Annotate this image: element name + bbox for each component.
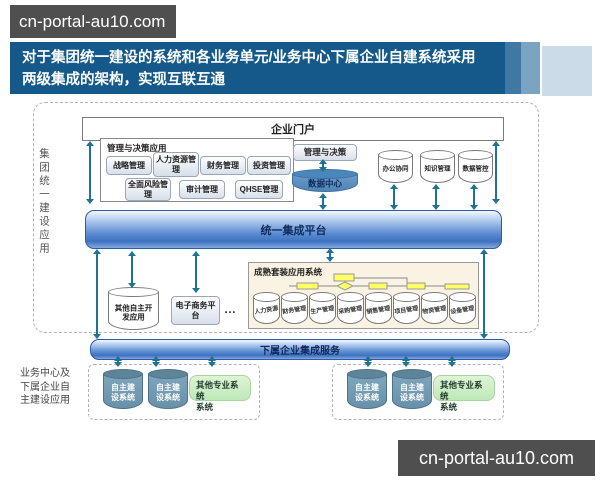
subsidiary-service-pipe: 下属企业集成服务 [90,339,510,360]
double-arrow-sub-left-1 [114,356,122,367]
double-arrow-datacenter-pipe [319,193,327,210]
db-cylinder-data: 数据管控 [458,150,493,183]
subsidiary-group-right: 自主建设系统 自主建设系统 其他专业系统 系统 [332,364,504,420]
app-risk: 全面风险管理 [125,178,171,201]
subsidiary-side-label: 业务中心及 下属企业自 主建设应用 [20,368,70,406]
data-center-cylinder: 数据中心 [292,169,358,192]
self-built-cylinder-3: 自主建设系统 [347,369,387,409]
db-cylinder-knowledge-label: 知识管理 [424,165,451,173]
self-built-cylinder-2: 自主建设系统 [148,369,188,409]
double-arrow-portal-right [492,141,500,204]
workflow-diagram [289,273,470,291]
subsidiary-group-left: 自主建设系统 自主建设系统 其他专业系统 系统 [88,364,260,420]
db-cylinder-office-label: 办公协同 [382,165,409,173]
module-cylinder-procurement: 采购管理 [337,292,364,324]
double-arrow-decision-datacenter [319,159,327,172]
module-cylinder-project: 项目管理 [393,292,420,324]
double-arrow-portal-left [86,141,94,204]
double-arrow-ecommerce [192,251,200,293]
title-banner: 对于集团统一建设的系统和各业务单元/业务中心下属企业自建系统采用 两级集成的架构… [10,42,505,94]
watermark-bottom-text: cn-portal-au10.com [418,447,575,468]
module-cylinder-finance: 财务管理 [281,292,308,324]
banner-segment-3 [542,46,592,96]
double-arrow-sub-right-3 [448,356,456,367]
app-investment: 投资管理 [247,156,291,175]
double-arrow-sub-right-1 [364,356,372,367]
double-arrow-data-pipe [470,184,478,210]
title-line2: 两级集成的架构，实现互联互通 [22,71,225,88]
module-cylinder-production: 生产管理 [309,292,336,324]
app-finance: 财务管理 [200,156,246,175]
module-cylinder-hr: 人力资源 [253,292,280,324]
packaged-apps-box: 成熟套装应用系统 人力资源 财务管理 生产管理 采购管理 销售管理 项目管理 物… [248,262,479,329]
banner-segment-1 [505,42,521,94]
app-strategy: 战略管理 [106,156,152,175]
self-built-cylinder-4: 自主建设系统 [392,369,432,409]
module-cylinder-sales: 销售管理 [365,292,392,324]
db-cylinder-data-label: 数据管控 [462,165,489,173]
app-audit: 审计管理 [179,180,225,199]
double-arrow-sub-left-2 [152,356,160,367]
double-arrow-office-pipe [390,184,398,210]
banner-segment-2 [521,42,540,94]
watermark-bottom: cn-portal-au10.com [398,440,595,476]
module-cylinder-materials: 物资管理 [421,292,448,324]
enterprise-portal-label: 企业门户 [271,124,315,136]
mgmt-apps-title: 管理与决策应用 [107,143,167,153]
self-dev-cylinder: 其他自主开发应用 [108,287,159,330]
db-cylinder-office: 办公协同 [378,150,413,183]
module-cylinder-equipment: 设备管理 [449,292,476,324]
double-arrow-knowledge-pipe [432,184,440,210]
double-arrow-sub-right-2 [402,356,410,367]
watermark-top: cn-portal-au10.com [10,5,176,38]
app-hr: 人力资源管理 [153,152,199,177]
group-region-dashed-box [33,102,539,333]
other-systems-box-left: 其他专业系统 系统 [189,375,251,412]
data-center-label: 数据中心 [307,178,342,189]
group-region-side-label: 集团统一建设应用 [38,148,50,256]
mgmt-apps-box: 管理与决策应用 战略管理 人力资源管理 财务管理 投资管理 全面风险管理 审计管… [100,138,294,202]
double-arrow-packaged [326,248,334,262]
self-built-cylinder-1: 自主建设系统 [103,369,143,409]
db-cylinder-knowledge: 知识管理 [420,150,455,183]
subsidiary-service-label: 下属企业集成服务 [260,346,340,357]
integration-platform-label: 统一集成平台 [260,224,327,237]
packaged-apps-title: 成熟套装应用系统 [254,267,323,277]
double-arrow-long-right [480,249,488,339]
double-arrow-sub-left-3 [208,356,216,367]
other-systems-box-right: 其他专业系统 系统 [433,375,495,412]
app-qhse: QHSE管理 [235,180,283,199]
title-line1: 对于集团统一建设的系统和各业务单元/业务中心下属企业自建系统采用 [22,50,476,66]
integration-platform-pipe: 统一集成平台 [85,210,502,249]
double-arrow-selfdev [128,251,136,288]
watermark-top-text: cn-portal-au10.com [19,11,166,31]
ellipsis: … [224,302,237,316]
ecommerce-box: 电子商务平台 [171,296,220,325]
self-dev-cylinder-label: 其他自主开发应用 [114,302,153,321]
double-arrow-long-left [93,249,101,339]
